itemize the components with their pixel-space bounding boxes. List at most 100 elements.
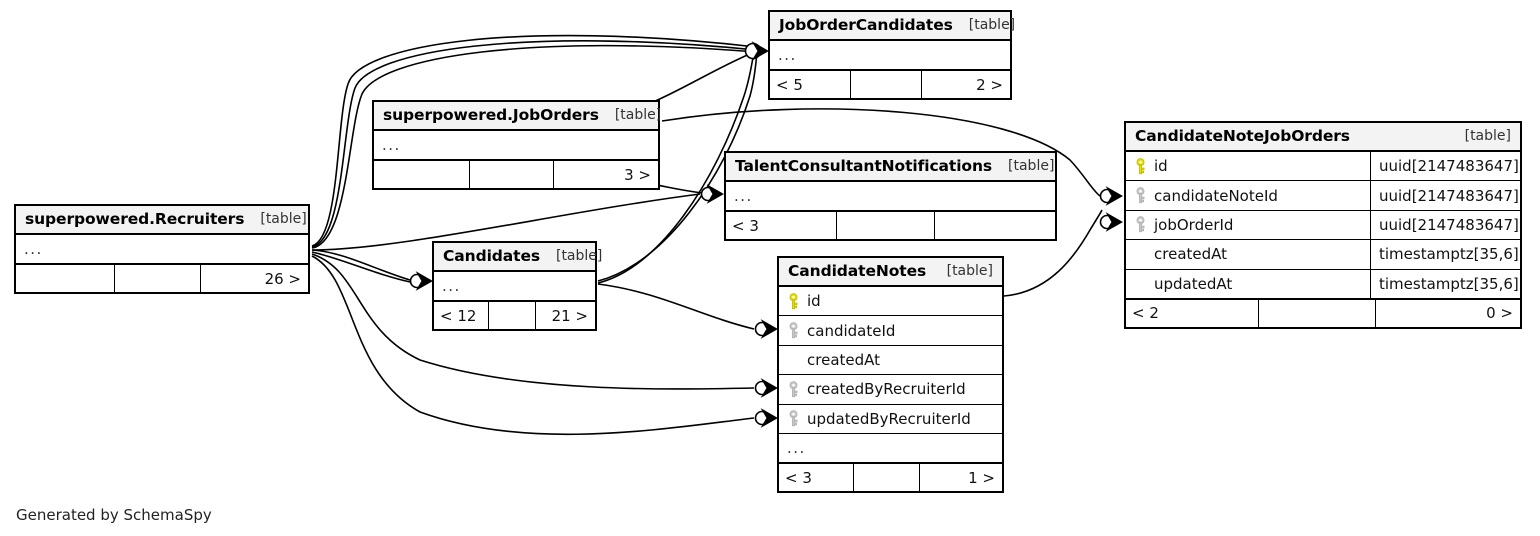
table-header-candidate-notes: CandidateNotes [table] xyxy=(779,258,1002,287)
incoming-relationship-count: < 3 xyxy=(785,468,812,487)
table-title: Candidates xyxy=(443,247,540,265)
table-node-joborder-candidates[interactable]: JobOrderCandidates [table]... < 5 2 > xyxy=(768,10,1015,101)
footer-middle-cell xyxy=(113,265,202,293)
incoming-relationship-count: < 3 xyxy=(732,216,759,235)
table-more-columns-ellipsis: ... xyxy=(779,434,1002,464)
footer-middle-cell xyxy=(468,161,555,189)
column-name-label: jobOrderId xyxy=(1154,215,1234,234)
footer-middle-cell xyxy=(850,71,923,99)
relationship-edge-recruiters-to-joborder-candidates-c xyxy=(311,44,757,249)
column-type-cell: timestamptz[35,6] xyxy=(1370,240,1520,269)
table-node-candidates[interactable]: Candidates [table]... < 12 21 > xyxy=(432,241,602,332)
table-type-tag: [table] xyxy=(555,248,603,264)
column-name-label: createdByRecruiterId xyxy=(807,380,966,399)
table-node-talent-consultant-notifications[interactable]: TalentConsultantNotifications [table]... <… xyxy=(724,151,1057,242)
foreign-key-icon xyxy=(787,322,800,339)
table-footer-candidate-note-joborders: < 2 0 > xyxy=(1126,298,1520,327)
column-name-cell: candidateId xyxy=(779,322,1002,340)
table-more-columns-ellipsis: ... xyxy=(770,41,1010,71)
column-name-cell: id xyxy=(779,292,1002,310)
table-more-columns-ellipsis: ... xyxy=(434,272,595,302)
table-header-joborder-candidates: JobOrderCandidates [table] xyxy=(770,12,1015,41)
table-header-candidates: Candidates [table] xyxy=(434,243,602,272)
column-name-label: createdAt xyxy=(1154,245,1228,264)
table-type-tag: [table] xyxy=(260,211,307,227)
table-title: TalentConsultantNotifications xyxy=(735,157,993,175)
foreign-key-icon xyxy=(1134,216,1147,233)
column-name-cell: updatedByRecruiterId xyxy=(779,410,1002,428)
table-more-columns-ellipsis: ... xyxy=(726,182,1055,212)
column-name-label: updatedByRecruiterId xyxy=(807,409,971,428)
table-column-row[interactable]: updatedByRecruiterId xyxy=(779,404,1002,434)
table-column-row[interactable]: createdAt xyxy=(779,345,1002,376)
column-name-cell: createdByRecruiterId xyxy=(779,380,1002,398)
table-node-candidate-notes[interactable]: CandidateNotes [table] id candidateId create… xyxy=(777,256,1004,494)
foreign-key-icon xyxy=(787,410,800,427)
outgoing-relationship-count: 3 > xyxy=(624,165,651,184)
outgoing-relationship-count xyxy=(935,212,1055,239)
incoming-relationship-count: < 5 xyxy=(776,75,803,94)
table-type-tag: [table] xyxy=(614,107,662,123)
table-header-superpowered-joborders: superpowered.JobOrders[table] xyxy=(374,102,662,131)
cardinality-crowfoot-arrow xyxy=(760,408,779,428)
cardinality-crowfoot-arrow xyxy=(751,41,770,61)
cardinality-crowfoot-arrow xyxy=(1105,186,1124,206)
outgoing-relationship-count: 2 > xyxy=(976,75,1003,94)
table-type-tag: [table] xyxy=(1008,158,1055,174)
foreign-key-icon xyxy=(1134,187,1147,204)
outgoing-relationship-count: 26 > xyxy=(264,269,301,288)
column-name-cell: createdAt xyxy=(1126,245,1370,263)
table-footer-joborder-candidates: < 5 2 > xyxy=(770,70,1010,99)
table-column-row[interactable]: createdAt timestamptz[35,6] xyxy=(1126,240,1520,270)
column-name-cell: updatedAt xyxy=(1126,275,1370,293)
table-column-row[interactable]: id xyxy=(779,287,1002,317)
relationship-edge-recruiters-to-joborder-candidates-a xyxy=(311,34,757,247)
incoming-relationship-count xyxy=(16,265,114,292)
footer-middle-cell xyxy=(487,302,537,330)
outgoing-relationship-count: 21 > xyxy=(551,306,588,325)
footer-middle-cell xyxy=(835,212,935,240)
table-more-columns-ellipsis: ... xyxy=(16,235,308,265)
cardinality-crowfoot-arrow xyxy=(760,378,779,398)
relationship-edge-recruiters-to-candidate-notes-updated xyxy=(311,255,755,436)
table-title: CandidateNotes xyxy=(788,262,927,280)
column-type-cell: timestamptz[35,6] xyxy=(1370,269,1520,298)
column-name-label: candidateNoteId xyxy=(1154,186,1278,205)
relationship-edge-recruiters-to-talent-notifications xyxy=(311,193,701,251)
column-type-cell: uuid[2147483647] xyxy=(1370,181,1520,210)
table-column-row[interactable]: createdByRecruiterId xyxy=(779,375,1002,405)
table-header-superpowered-recruiters: superpowered.Recruiters[table] xyxy=(16,206,308,235)
table-header-candidate-note-joborders: CandidateNoteJobOrders[table] xyxy=(1126,123,1520,152)
table-footer-candidates: < 12 21 > xyxy=(434,301,595,330)
outgoing-relationship-count: 0 > xyxy=(1486,304,1513,323)
table-column-row[interactable]: updatedAt timestamptz[35,6] xyxy=(1126,269,1520,299)
cardinality-crowfoot-arrow xyxy=(706,184,725,204)
table-title: JobOrderCandidates xyxy=(779,16,953,34)
relationship-edge-recruiters-to-joborder-candidates-b xyxy=(311,40,757,248)
column-name-cell: jobOrderId xyxy=(1126,216,1370,234)
incoming-relationship-count xyxy=(374,161,469,188)
primary-key-icon xyxy=(1134,157,1147,175)
table-column-row[interactable]: candidateId xyxy=(779,316,1002,346)
incoming-relationship-count: < 12 xyxy=(440,306,477,325)
column-name-cell: createdAt xyxy=(779,351,1002,369)
column-name-label: id xyxy=(807,292,821,311)
table-node-superpowered-joborders[interactable]: superpowered.JobOrders[table]... 3 > xyxy=(372,100,662,191)
cardinality-crowfoot-arrow xyxy=(760,319,779,339)
column-name-label: updatedAt xyxy=(1154,274,1233,293)
table-type-tag: [table] xyxy=(946,263,993,279)
relationship-edge-candidate-notes-to-candidate-note-joborders xyxy=(1003,209,1103,297)
relationship-edge-candidates-to-joborder-candidates-2 xyxy=(597,51,758,282)
relationship-edge-joborders-to-candidate-note-joborders xyxy=(661,108,1101,197)
table-more-columns-ellipsis: ... xyxy=(374,131,658,161)
column-name-label: id xyxy=(1154,157,1168,176)
incoming-relationship-count: < 2 xyxy=(1132,304,1159,323)
table-column-row[interactable]: candidateNoteId uuid[2147483647] xyxy=(1126,181,1520,211)
table-type-tag: [table] xyxy=(968,17,1016,33)
table-node-superpowered-recruiters[interactable]: superpowered.Recruiters[table]... 26 > xyxy=(14,204,310,295)
